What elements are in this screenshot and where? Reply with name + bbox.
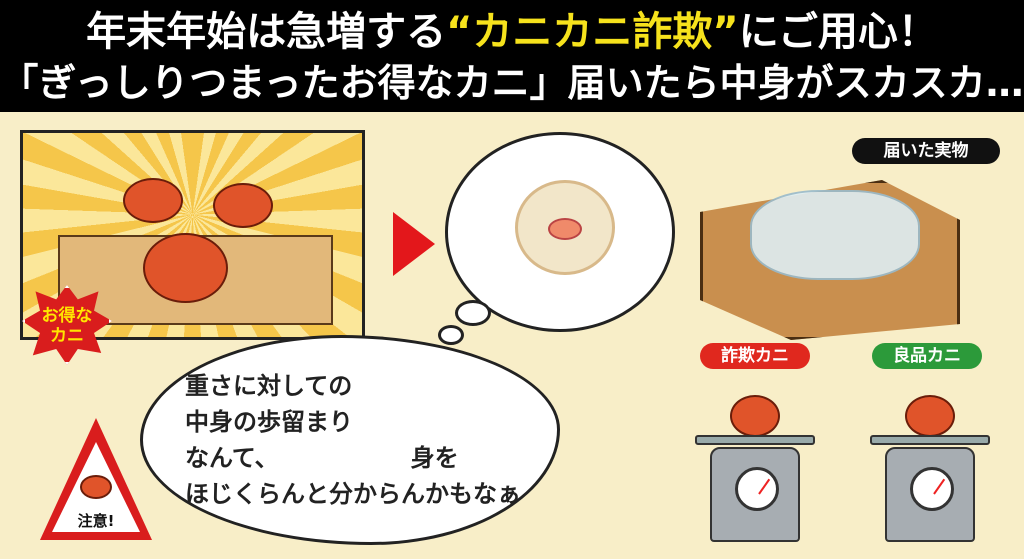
scale-dial — [735, 467, 779, 511]
headline-line-1: 年末年始は急増する“カニカニ詐欺”にご用心！ — [0, 0, 1024, 58]
headline-text: 年末年始は急増する — [86, 9, 447, 55]
scale-fake — [695, 395, 815, 542]
crab-icon — [123, 178, 183, 223]
crab-icon — [143, 233, 228, 303]
scale-needle — [933, 478, 946, 495]
arrow-right-icon — [393, 212, 435, 276]
scale-needle — [758, 478, 771, 495]
advertised-crab-illustration — [20, 130, 365, 340]
scale-plate — [870, 435, 990, 445]
good-crab-label: 良品カニ — [872, 343, 982, 369]
scale-dial — [910, 467, 954, 511]
warning-text: 注意! — [77, 512, 115, 530]
scale-plate — [695, 435, 815, 445]
speech-bubble: 重さに対しての 中身の歩留まり なんて、 身を ほじくらんと分からんかもなぁ — [140, 335, 560, 545]
crab-icon — [730, 395, 780, 437]
thought-bubble-dot — [455, 300, 491, 326]
crab-icon — [213, 183, 273, 228]
scale-body — [885, 447, 975, 542]
thought-bubble-dot — [438, 325, 464, 345]
headline-text-end: にご用心！ — [738, 9, 938, 55]
headline-highlight: “カニカニ詐欺” — [446, 9, 739, 55]
headline-line-2: 「ぎっしりつまったお得なカニ」届いたら中身がスカスカ… — [0, 61, 1024, 105]
crab-icon — [80, 475, 112, 499]
delivered-label: 届いた実物 — [852, 138, 1000, 164]
scale-good — [870, 395, 990, 542]
headline-banner: 年末年始は急増する“カニカニ詐欺”にご用心！ 「ぎっしりつまったお得なカニ」届い… — [0, 0, 1024, 112]
fake-crab-label: 詐欺カニ — [700, 343, 810, 369]
wrapped-crabs — [750, 190, 920, 280]
scale-body — [710, 447, 800, 542]
crab-icon — [905, 395, 955, 437]
speech-text: 重さに対しての 中身の歩留まり なんて、 身を ほじくらんと分からんかもなぁ — [185, 372, 521, 508]
crab-meat — [548, 218, 582, 240]
